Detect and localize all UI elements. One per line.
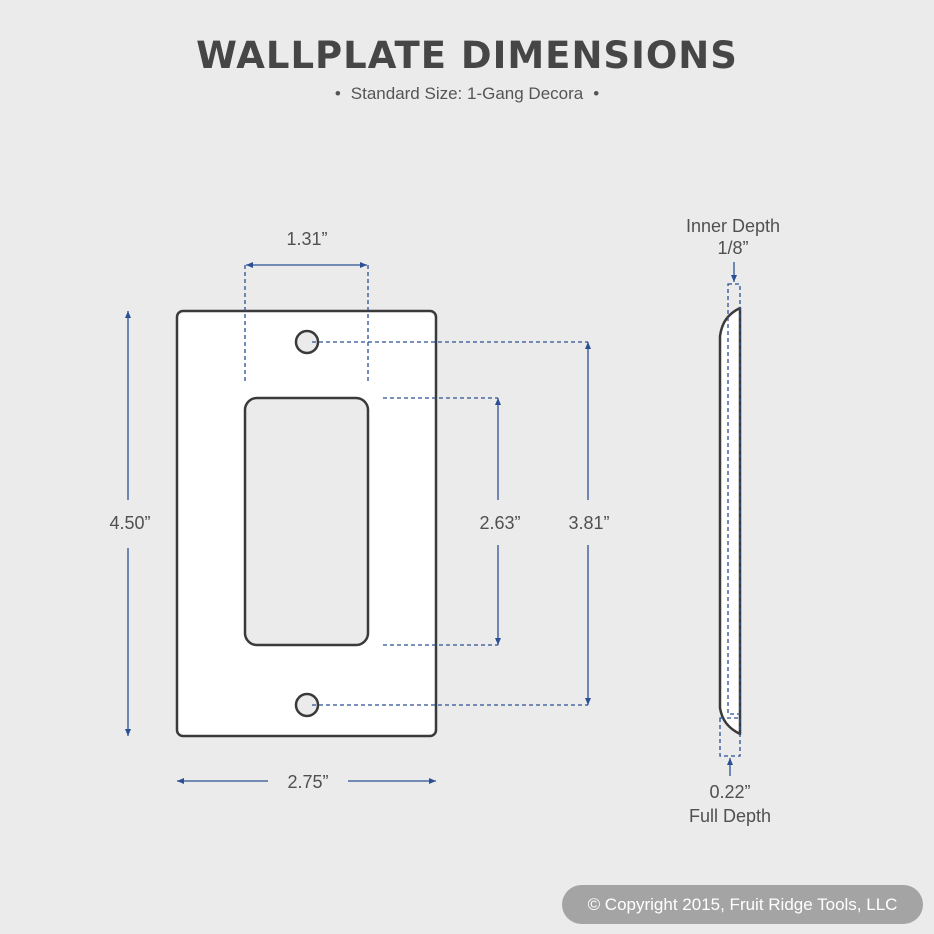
bullet-right: • [593,84,600,103]
opening-height-dimension [383,397,501,646]
copyright-badge: © Copyright 2015, Fruit Ridge Tools, LLC [562,885,923,924]
screw-spacing-label: 3.81” [568,513,609,533]
plate-width-label: 2.75” [287,772,328,792]
full-depth-value: 0.22” [709,782,750,802]
bottom-screw-hole [294,692,320,718]
page-title: WALLPLATE DIMENSIONS [196,34,738,77]
inner-depth-value: 1/8” [717,238,748,258]
side-profile-outline [718,306,742,736]
plate-height-label: 4.50” [109,513,150,533]
decora-opening [243,396,370,647]
opening-width-dimension [244,262,369,384]
inner-depth-label: Inner Depth [686,216,780,236]
page-subtitle: • Standard Size: 1-Gang Decora • [0,84,934,104]
full-depth-label: Full Depth [689,806,771,826]
bullet-left: • [334,84,341,103]
top-screw-hole [294,329,320,355]
opening-height-label: 2.63” [479,513,520,533]
subtitle-text: Standard Size: 1-Gang Decora [350,84,584,103]
screw-spacing-dimension [312,341,591,706]
inner-depth-dimension [727,262,741,715]
full-depth-dimension [719,717,741,776]
opening-width-label: 1.31” [286,229,327,249]
